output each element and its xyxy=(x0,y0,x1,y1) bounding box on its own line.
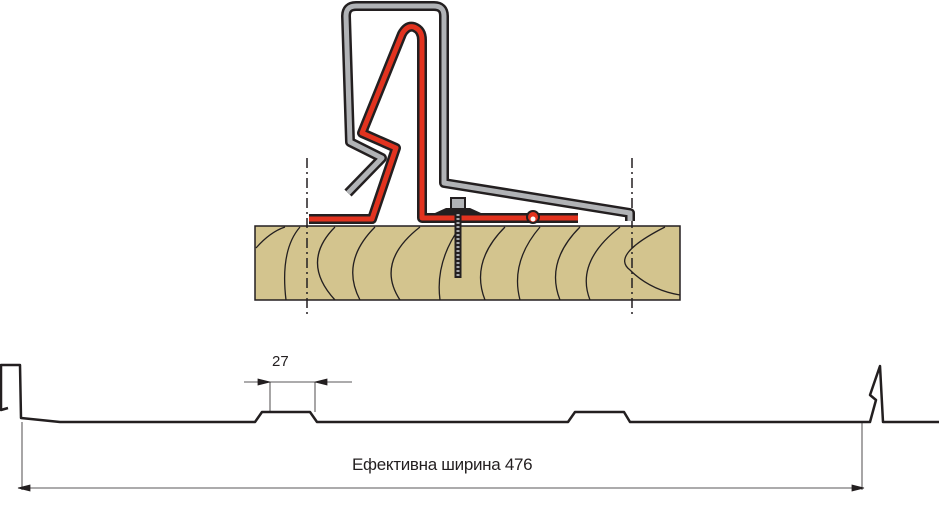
panel-profile xyxy=(0,363,939,424)
dimension-lines xyxy=(17,378,865,492)
panel-seam xyxy=(341,1,635,221)
rib-width-label: 27 xyxy=(272,353,289,370)
fixing-clip xyxy=(309,21,578,224)
wood-batten xyxy=(254,225,681,301)
axis-lines xyxy=(306,158,633,315)
screw-icon xyxy=(435,197,481,278)
effective-width-label: Ефективна ширина 476 xyxy=(352,455,533,474)
